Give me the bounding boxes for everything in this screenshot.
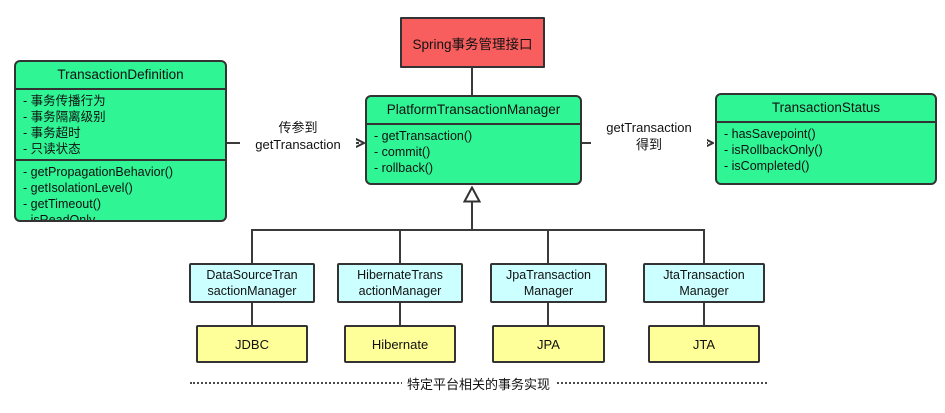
method-item: - rollback() xyxy=(374,161,434,175)
inheritance-drop xyxy=(251,230,253,264)
edge-label-pass-param: 传参到 getTransaction xyxy=(240,119,356,153)
edge-label-line: 得到 xyxy=(635,137,662,152)
hibernate-transaction-manager-box: HibernateTrans actionManager xyxy=(337,263,463,303)
connector-interface-to-manager xyxy=(471,66,473,97)
method-item: - getTimeout() xyxy=(23,197,102,211)
edge-label-line: getTransaction xyxy=(255,137,341,152)
edge-label-line: 传参到 xyxy=(278,120,318,135)
method-item: - hasSavepoint() xyxy=(724,127,816,141)
footer-caption: 特定平台相关的事务实现 xyxy=(190,374,767,394)
edge-label-line: getTransaction xyxy=(606,120,692,135)
method-item: - getIsolationLevel() xyxy=(23,181,133,195)
manager-label-line: JpaTransaction xyxy=(506,268,591,282)
class-title: PlatformTransactionManager xyxy=(367,97,580,125)
method-item: - getPropagationBehavior() xyxy=(23,165,174,179)
platform-transaction-manager-class: PlatformTransactionManager - getTransact… xyxy=(365,95,582,185)
hibernate-platform-box: Hibernate xyxy=(344,325,456,363)
edge-label-get-result: getTransaction 得到 xyxy=(591,119,707,153)
platform-label: JTA xyxy=(692,336,716,352)
method-list: - getPropagationBehavior() - getIsolatio… xyxy=(16,161,225,222)
platform-label: Hibernate xyxy=(371,336,429,352)
inheritance-stem xyxy=(471,202,473,231)
manager-to-platform-link xyxy=(251,302,253,326)
attribute-item: - 事务隔离级别 xyxy=(23,110,106,124)
method-item: - getTransaction() xyxy=(374,129,473,143)
manager-label-line: actionManager xyxy=(358,284,442,298)
footer-caption-text: 特定平台相关的事务实现 xyxy=(401,377,555,392)
datasource-transaction-manager-box: DataSourceTran sactionManager xyxy=(189,263,315,303)
inheritance-drop xyxy=(703,230,705,264)
transaction-definition-class: TransactionDefinition - 事务传播行为 - 事务隔离级别 … xyxy=(14,60,227,222)
jpa-platform-box: JPA xyxy=(492,325,605,363)
inheritance-triangle-icon xyxy=(463,186,481,203)
manager-label-line: DataSourceTran xyxy=(206,268,298,282)
transaction-status-class: TransactionStatus - hasSavepoint() - isR… xyxy=(715,93,937,185)
method-item: - commit() xyxy=(374,145,431,159)
attribute-item: - 事务传播行为 xyxy=(23,94,106,108)
manager-label-line: Manager xyxy=(523,284,574,298)
method-item: - isCompleted() xyxy=(724,159,810,173)
manager-to-platform-link xyxy=(547,302,549,326)
jta-platform-box: JTA xyxy=(648,325,760,363)
inheritance-bus xyxy=(251,229,705,231)
manager-to-platform-link xyxy=(399,302,401,326)
attribute-item: - 事务超时 xyxy=(23,126,81,140)
spring-interface-box: Spring事务管理接口 xyxy=(400,17,545,68)
manager-label-line: JtaTransaction xyxy=(663,268,745,282)
method-list: - getTransaction() - commit() - rollback… xyxy=(367,125,580,178)
class-title: TransactionDefinition xyxy=(16,62,225,90)
class-title: TransactionStatus xyxy=(717,95,935,123)
inheritance-drop xyxy=(399,230,401,264)
manager-label-line: HibernateTrans xyxy=(357,268,443,282)
method-list: - hasSavepoint() - isRollbackOnly() - is… xyxy=(717,123,935,176)
manager-label-line: sactionManager xyxy=(207,284,297,298)
jpa-transaction-manager-box: JpaTransaction Manager xyxy=(490,263,607,303)
inheritance-drop xyxy=(547,230,549,264)
attribute-item: - 只读状态 xyxy=(23,142,81,156)
spring-interface-label: Spring事务管理接口 xyxy=(412,36,533,52)
jta-transaction-manager-box: JtaTransaction Manager xyxy=(643,263,765,303)
platform-label: JPA xyxy=(537,336,560,352)
method-item: - isRollbackOnly() xyxy=(724,143,823,157)
jdbc-platform-box: JDBC xyxy=(196,325,308,363)
platform-label: JDBC xyxy=(235,336,269,352)
manager-label-line: Manager xyxy=(679,284,729,298)
attribute-list: - 事务传播行为 - 事务隔离级别 - 事务超时 - 只读状态 xyxy=(16,90,225,161)
manager-to-platform-link xyxy=(703,302,705,326)
right-arrowhead-icon xyxy=(351,136,365,150)
method-item: - isReadOnly xyxy=(23,213,96,222)
